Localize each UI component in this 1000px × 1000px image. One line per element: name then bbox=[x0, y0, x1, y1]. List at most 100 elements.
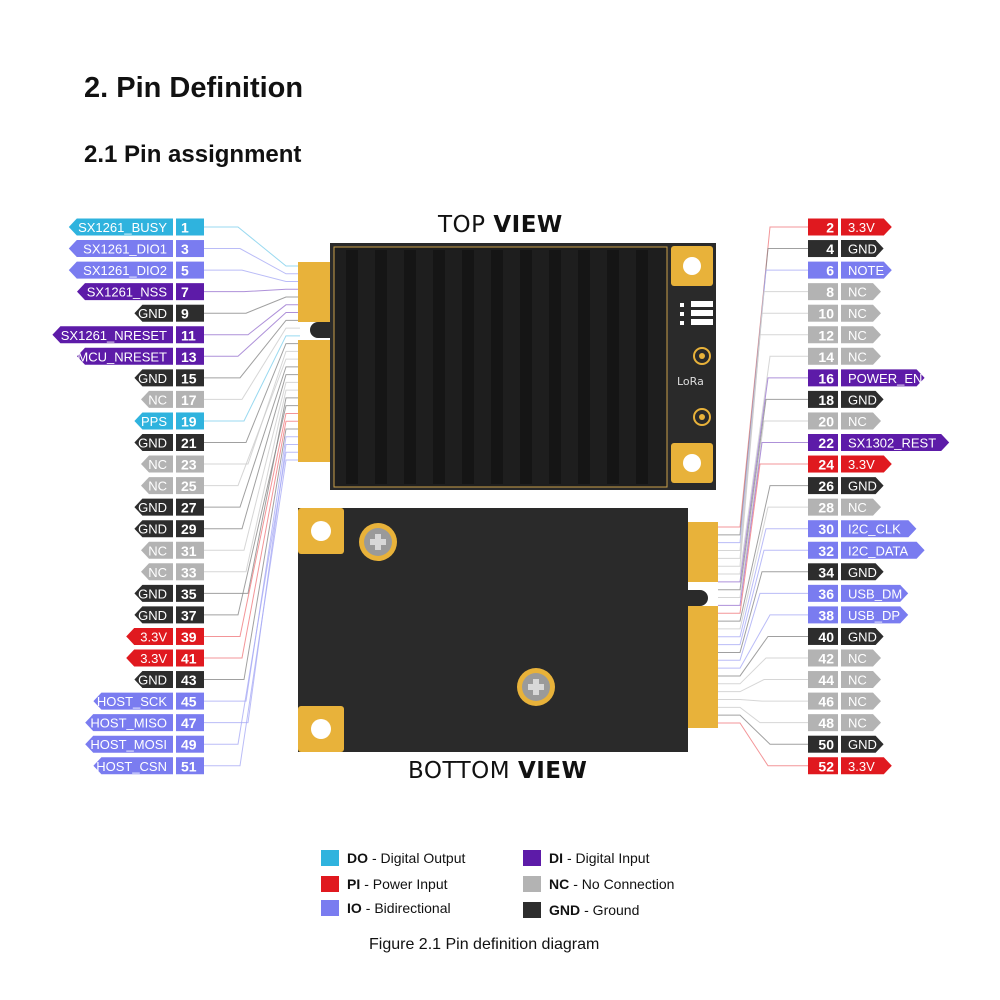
pin-number-box bbox=[808, 757, 838, 775]
pin-number-box bbox=[176, 649, 204, 667]
pin-number: 10 bbox=[818, 306, 834, 322]
pin-wire bbox=[204, 269, 300, 283]
pin-label: 3.3V bbox=[848, 220, 875, 235]
pin-wire bbox=[718, 398, 808, 591]
pin-label-tag bbox=[126, 627, 173, 645]
pin-label-tag bbox=[134, 434, 173, 451]
pin-wire bbox=[204, 288, 300, 293]
top-edge-connector-upper bbox=[298, 262, 330, 322]
pin-label-tag bbox=[93, 757, 173, 775]
pin-number-box bbox=[176, 477, 204, 495]
pin-number-box bbox=[808, 240, 838, 258]
pin-number: 23 bbox=[181, 457, 197, 473]
pin-number: 45 bbox=[181, 694, 197, 710]
pin-number-box bbox=[176, 627, 204, 645]
pin-number: 38 bbox=[818, 607, 834, 623]
pin-number-box bbox=[176, 735, 204, 753]
top-mount-hole-lower bbox=[683, 454, 701, 472]
legend-swatch-gnd bbox=[523, 902, 541, 918]
pin-wire bbox=[204, 397, 300, 594]
pin-wire bbox=[204, 319, 300, 379]
pin-label-tag bbox=[841, 520, 917, 538]
wire-group bbox=[204, 226, 808, 767]
pin-label: SX1261_DIO2 bbox=[83, 263, 167, 278]
pin-wire bbox=[204, 350, 300, 465]
legend-desc-pi: - Power Input bbox=[364, 876, 448, 892]
pin-number-box bbox=[808, 283, 838, 301]
heatsink-fin bbox=[404, 250, 416, 484]
pin-wire bbox=[718, 334, 808, 567]
pin-number-box bbox=[176, 606, 204, 624]
pin-label-tag bbox=[68, 218, 173, 236]
pin-label-tag bbox=[841, 412, 881, 430]
pin-label-tag bbox=[85, 714, 173, 732]
pin-label: GND bbox=[138, 673, 167, 688]
bottom-view-bold: VIEW bbox=[517, 758, 588, 784]
pin-wire bbox=[718, 485, 808, 622]
pin-number-box bbox=[808, 671, 838, 689]
pin-number-box bbox=[176, 240, 204, 258]
pin-label-tag bbox=[841, 369, 925, 387]
pin-number: 2 bbox=[826, 220, 834, 236]
pin-number-box bbox=[808, 304, 838, 322]
pin-label: SX1302_REST bbox=[848, 436, 936, 451]
heatsink-fin bbox=[520, 250, 532, 484]
pin-number: 33 bbox=[181, 564, 197, 580]
pin-label-tag bbox=[841, 563, 884, 581]
pin-number-box bbox=[176, 261, 204, 279]
legend-code-io: IO bbox=[347, 900, 362, 916]
heatsink-fin bbox=[549, 250, 561, 484]
pin-number: 47 bbox=[181, 715, 197, 731]
pin-label-tag bbox=[93, 692, 173, 710]
pin-wire bbox=[718, 377, 808, 583]
left-pin-39: 393.3V bbox=[126, 627, 204, 645]
pin-number-box bbox=[808, 692, 838, 710]
pin-number: 41 bbox=[181, 651, 197, 667]
pin-label: I2C_DATA bbox=[848, 543, 909, 558]
pin-number: 26 bbox=[818, 478, 834, 494]
heatsink-fin bbox=[462, 250, 474, 484]
led-indicators bbox=[680, 301, 713, 325]
pin-number-box bbox=[176, 218, 204, 236]
heatsink-fin bbox=[491, 250, 503, 484]
pin-wire bbox=[204, 296, 300, 314]
pin-label: GND bbox=[848, 392, 877, 407]
bottom-view-label: BOTTOM VIEW bbox=[408, 758, 587, 784]
legend-desc-nc: - No Connection bbox=[573, 876, 675, 892]
pin-number: 34 bbox=[818, 564, 834, 580]
pin-wire bbox=[204, 327, 300, 400]
pin-label: NC bbox=[848, 328, 867, 343]
pin-number-box bbox=[176, 304, 204, 322]
pin-number: 22 bbox=[818, 435, 834, 451]
pin-wire bbox=[204, 405, 300, 616]
pin-label: NC bbox=[148, 479, 167, 494]
pin-wire bbox=[718, 571, 808, 653]
pin-number-box bbox=[808, 455, 838, 473]
top-view-bold: VIEW bbox=[493, 212, 563, 238]
pin-label: GND bbox=[848, 737, 877, 752]
pin-label: NC bbox=[848, 306, 867, 321]
legend-code-gnd: GND bbox=[549, 902, 581, 918]
legend-code-nc: NC bbox=[549, 876, 570, 892]
pin-wire bbox=[204, 335, 300, 422]
pin-label: PPS bbox=[141, 414, 167, 429]
pin-wire bbox=[718, 706, 808, 724]
pin-number: 9 bbox=[181, 306, 189, 322]
pin-number-box bbox=[176, 714, 204, 732]
pin-number-box bbox=[176, 498, 204, 516]
pin-number: 49 bbox=[181, 737, 197, 753]
